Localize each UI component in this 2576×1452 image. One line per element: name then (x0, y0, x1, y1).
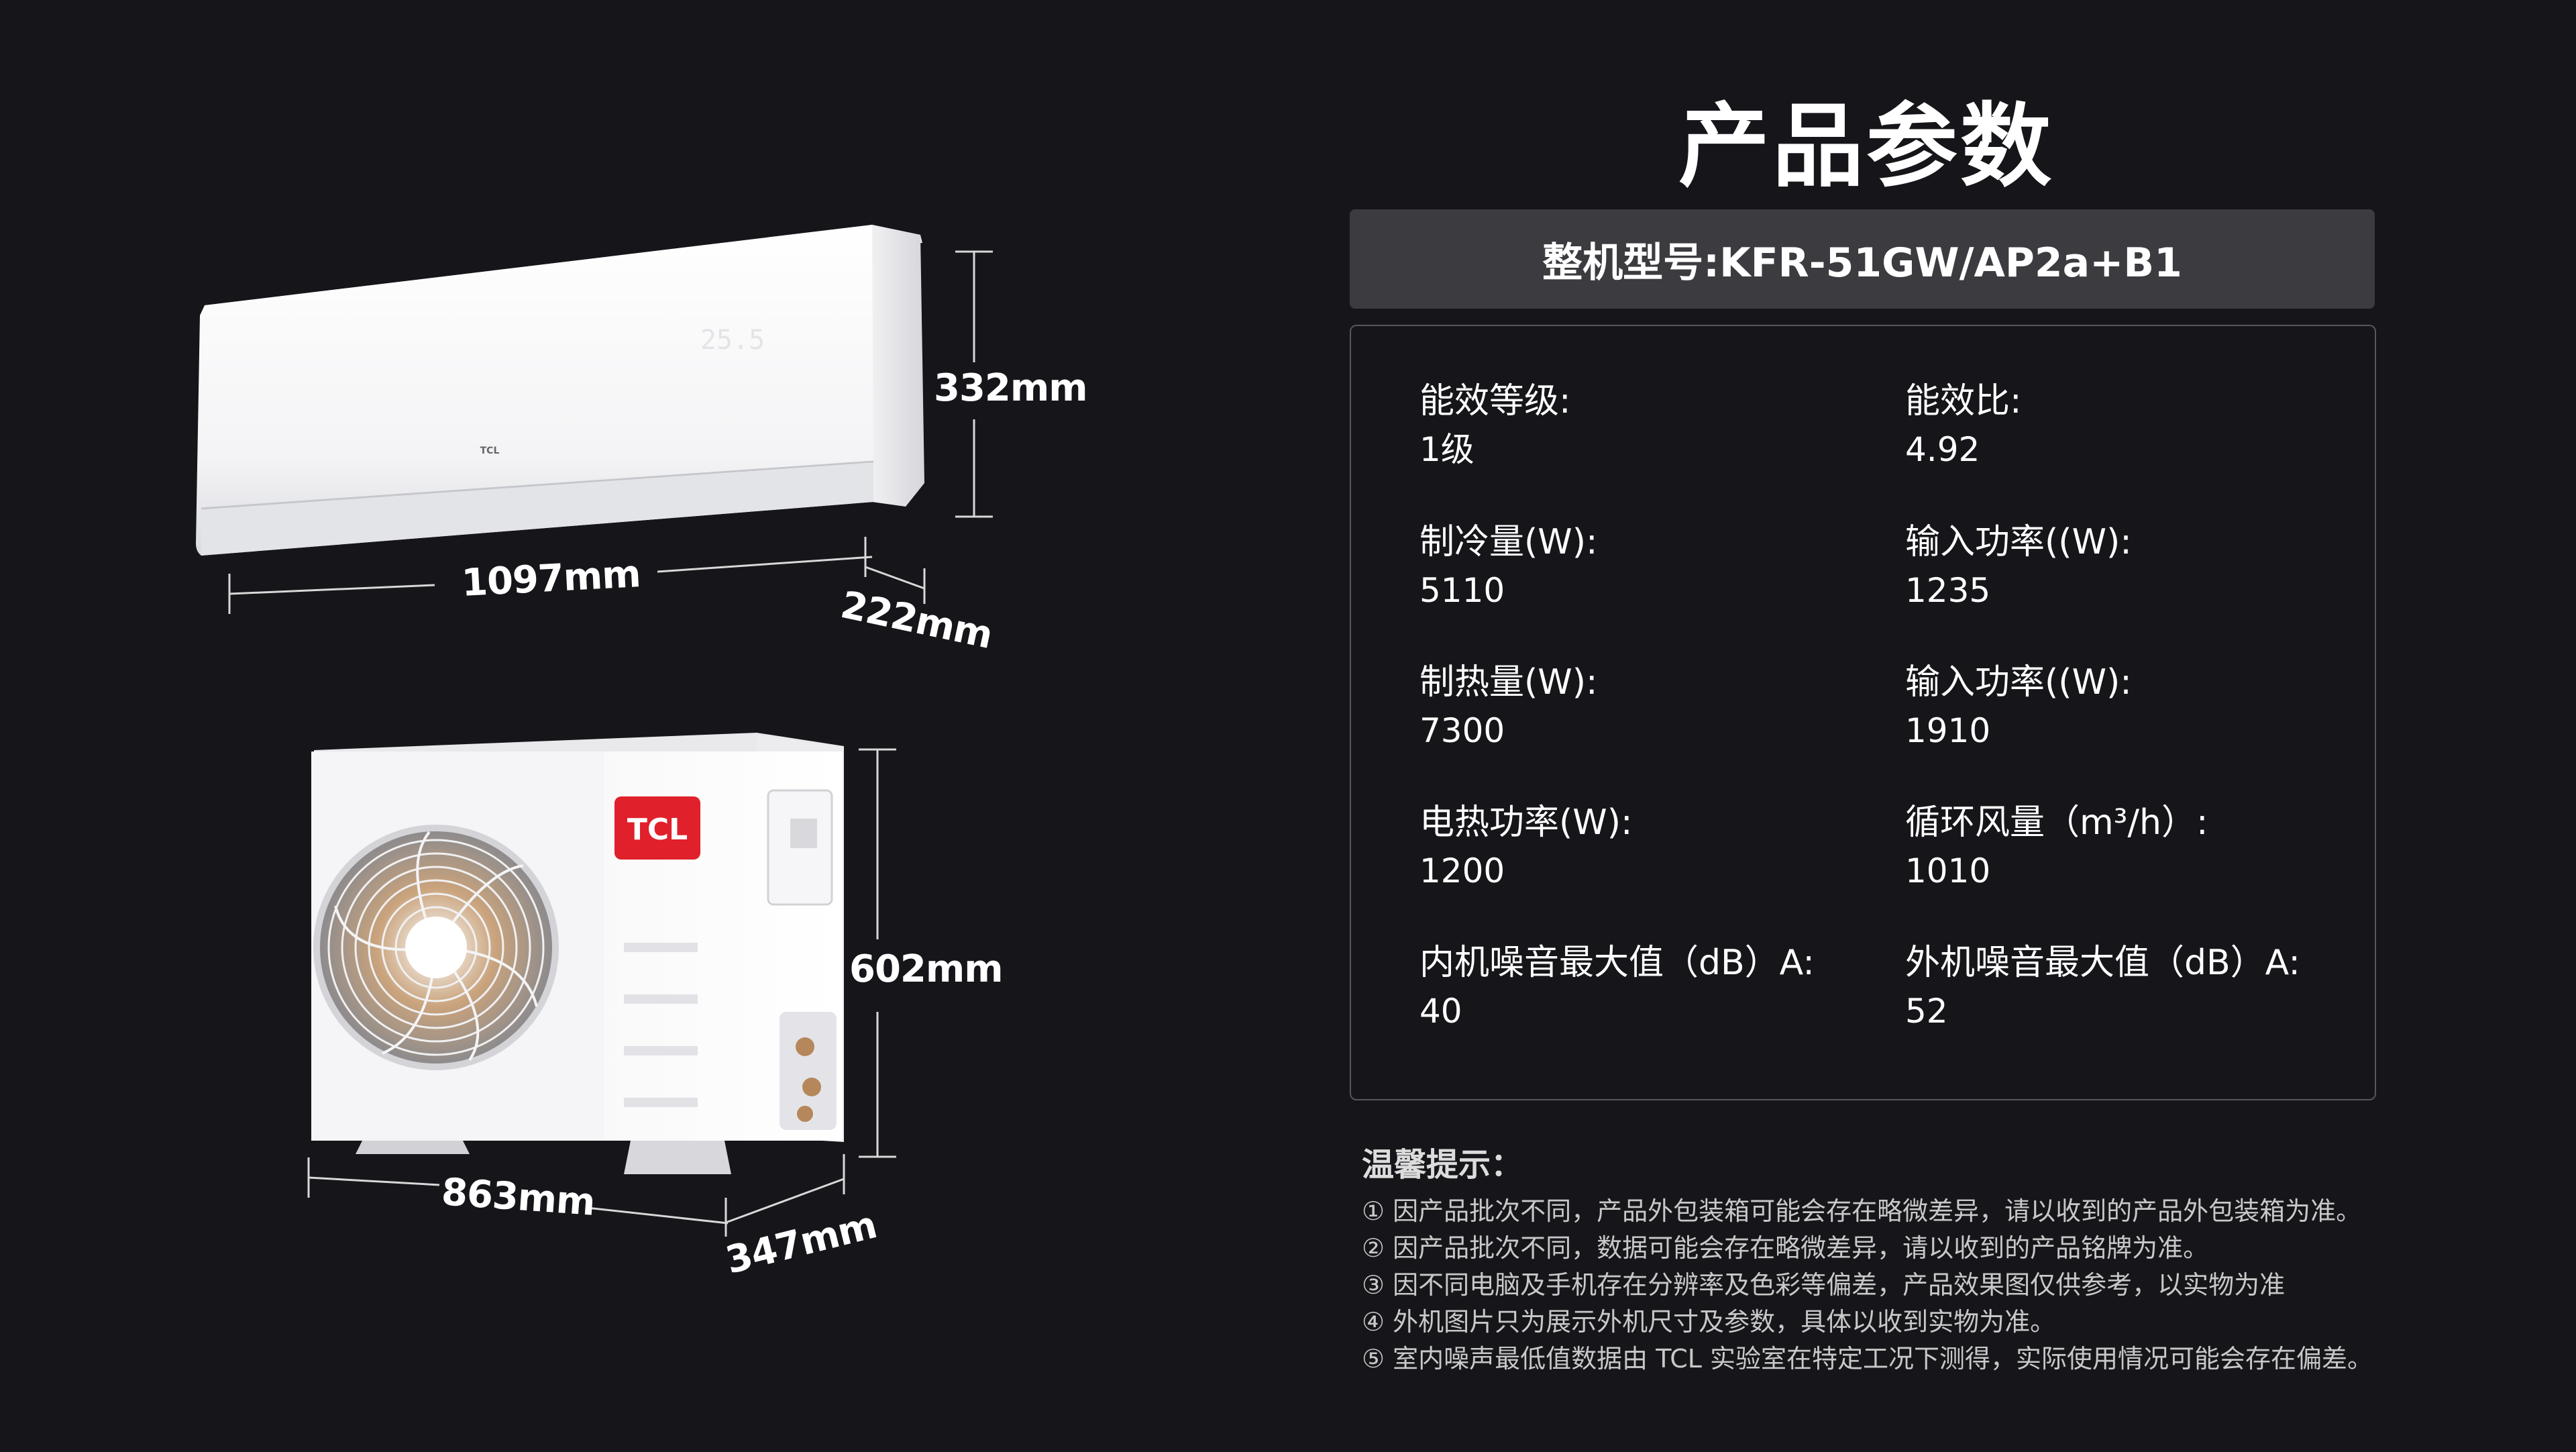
spec-label: 输入功率((W): (1905, 522, 2132, 562)
note-line: ④ 外机图片只为展示外机尺寸及参数，具体以收到实物为准。 (1362, 1307, 2056, 1337)
spec-cooling-capacity: 制冷量(W): 5110 (1419, 518, 1889, 615)
outdoor-height-label: 602mm (849, 947, 1004, 991)
spec-value: 1910 (1905, 711, 1991, 750)
fan-hub (405, 917, 467, 978)
indoor-width-label: 1097mm (460, 552, 642, 605)
spec-label: 能效等级: (1419, 381, 1571, 421)
spec-label: 能效比: (1905, 381, 2022, 421)
spec-value: 1200 (1419, 851, 1505, 890)
product-diagram: 25.5 TCL (0, 0, 1275, 1449)
indoor-display-digits: 25.5 (700, 325, 765, 356)
spec-outdoor-noise: 外机噪音最大值（dB）A: 52 (1905, 939, 2375, 1035)
note-line: ⑤ 室内噪声最低值数据由 TCL 实验室在特定工况下测得，实际使用情况可能会存在… (1362, 1344, 2373, 1373)
outdoor-logo: TCL (627, 813, 688, 847)
spec-efficiency-grade: 能效等级: 1级 (1419, 377, 1889, 474)
indoor-width-dimension (228, 537, 926, 614)
indoor-logo: TCL (480, 446, 500, 456)
fan-guard-rings (327, 839, 545, 1056)
spec-heating-input-power: 输入功率((W): 1910 (1905, 658, 2375, 755)
notes-section: 温馨提示： ① 因产品批次不同，产品外包装箱可能会存在略微差异，请以收到的产品外… (1362, 1138, 2435, 1378)
spec-value: 1级 (1419, 430, 1474, 469)
valve-panel (780, 1012, 837, 1130)
product-illustration: 25.5 TCL (196, 225, 993, 1237)
outdoor-width-dimension (307, 1154, 845, 1237)
spec-heating-capacity: 制热量(W): 7300 (1419, 658, 1889, 755)
spec-label: 循环风量（m³/h）: (1905, 802, 2208, 843)
spec-label: 电热功率(W): (1419, 802, 1633, 843)
indoor-height-label: 332mm (934, 366, 1088, 410)
spec-efficiency-ratio: 能效比: 4.92 (1905, 377, 2375, 474)
spec-value: 5110 (1419, 571, 1505, 610)
spec-value: 4.92 (1905, 430, 1980, 469)
indoor-height-dimension (955, 250, 993, 518)
spec-value: 40 (1419, 992, 1462, 1031)
note-line: ② 因产品批次不同，数据可能会存在略微差异，请以收到的产品铭牌为准。 (1362, 1233, 2209, 1263)
page-title: 产品参数 (1678, 94, 2054, 200)
spec-label: 内机噪音最大值（dB）A: (1419, 943, 1815, 983)
spec-value: 52 (1905, 992, 1948, 1031)
spec-table: 能效等级: 1级 能效比: 4.92 制冷量(W): 5110 输入功率((W)… (1350, 325, 2376, 1100)
spec-value: 1010 (1905, 851, 1991, 890)
spec-label: 外机噪音最大值（dB）A: (1905, 943, 2300, 983)
model-number: 整机型号:KFR-51GW/AP2a+B1 (1542, 239, 2182, 287)
spec-value: 7300 (1419, 711, 1505, 750)
spec-label: 制冷量(W): (1419, 522, 1598, 562)
spec-cooling-input-power: 输入功率((W): 1235 (1905, 518, 2375, 615)
spec-air-flow: 循环风量（m³/h）: 1010 (1905, 798, 2375, 895)
outdoor-height-dimension (859, 748, 896, 1158)
outdoor-tcl-badge (614, 796, 700, 860)
note-line: ③ 因不同电脑及手机存在分辨率及色彩等偏差，产品效果图仅供参考，以实物为准 (1362, 1270, 2286, 1300)
spec-value: 1235 (1905, 571, 1991, 610)
spec-label: 输入功率((W): (1905, 662, 2132, 703)
vent-slats (624, 943, 698, 1107)
notes-title: 温馨提示： (1362, 1146, 1523, 1184)
spec-indoor-noise: 内机噪音最大值（dB）A: 40 (1419, 939, 1889, 1035)
spec-label: 制热量(W): (1419, 662, 1598, 703)
indoor-unit: 25.5 TCL (196, 225, 924, 556)
model-bar: 整机型号:KFR-51GW/AP2a+B1 (1350, 209, 2375, 309)
spec-electric-heating-power: 电热功率(W): 1200 (1419, 798, 1889, 895)
outdoor-unit: TCL (311, 733, 844, 1174)
note-line: ① 因产品批次不同，产品外包装箱可能会存在略微差异，请以收到的产品外包装箱为准。 (1362, 1196, 2362, 1226)
